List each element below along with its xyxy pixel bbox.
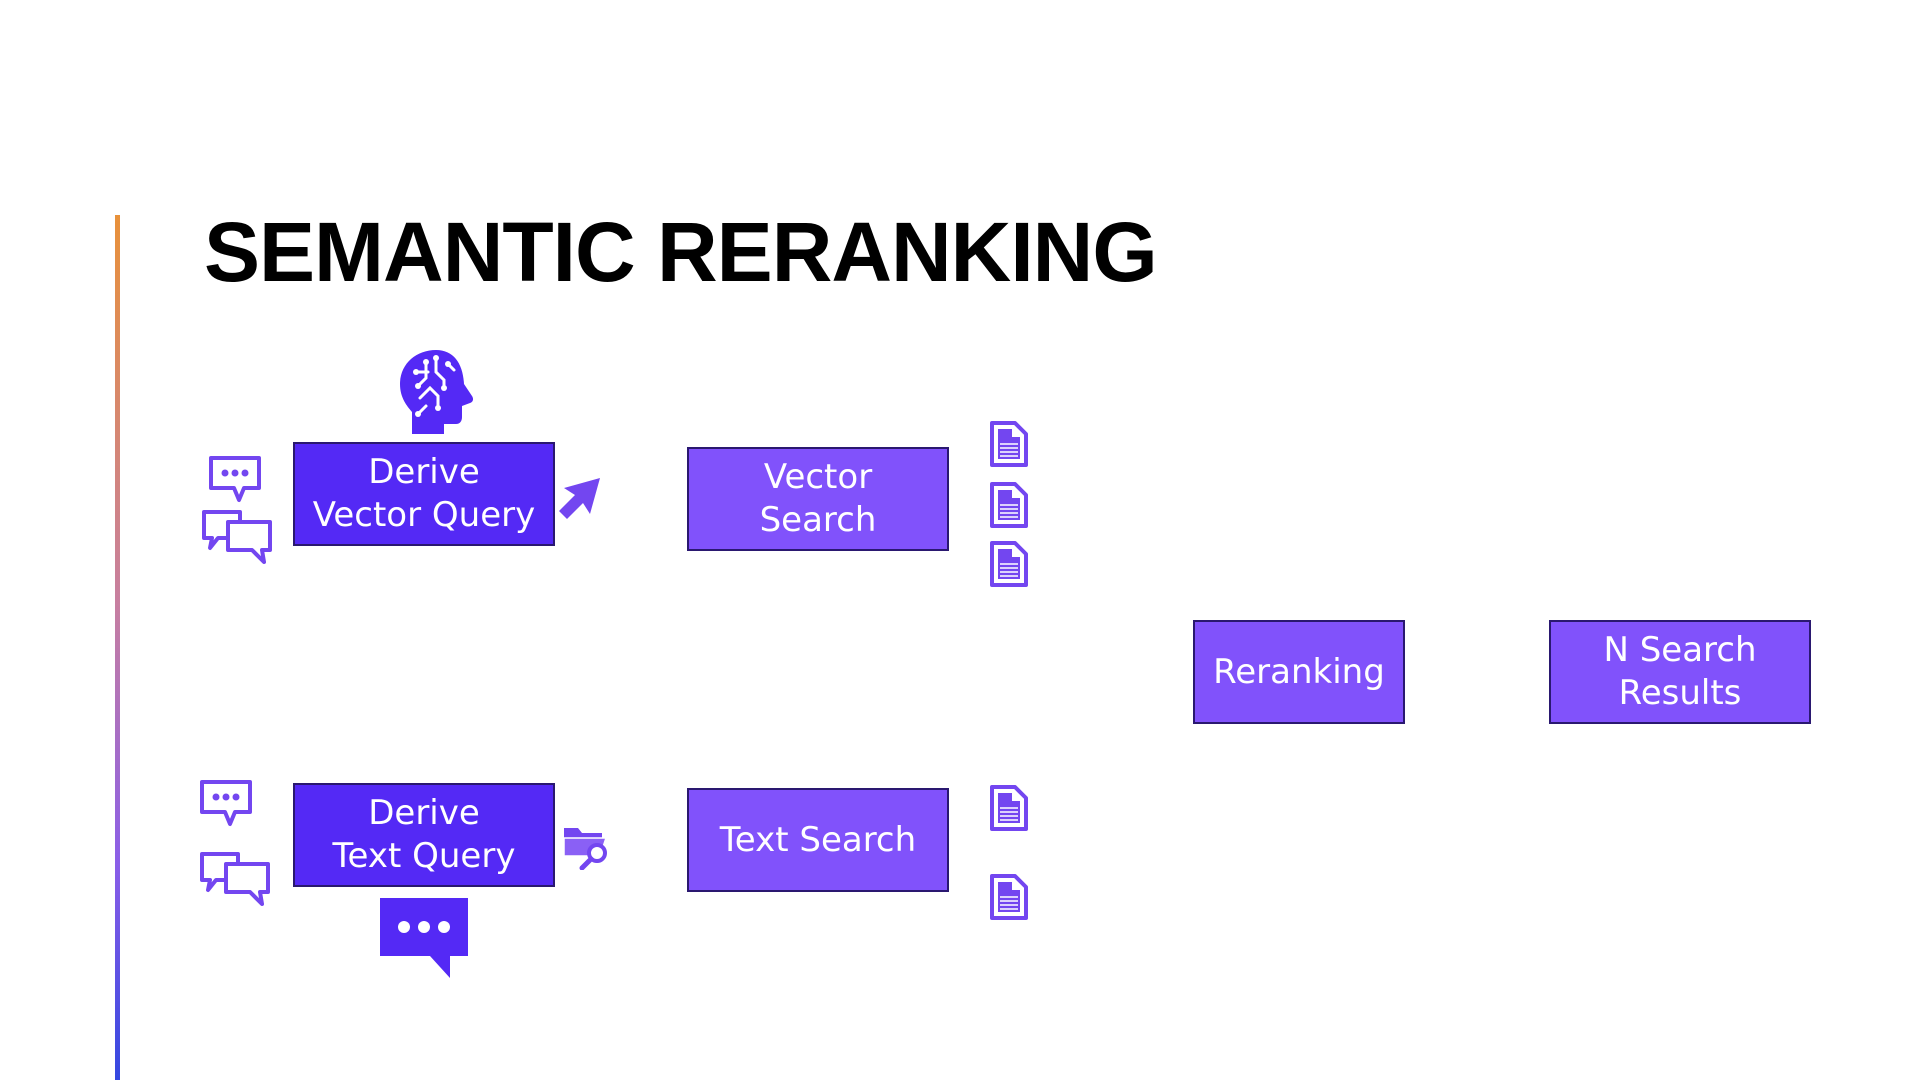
search-results-line2: Results xyxy=(1618,673,1742,713)
folder-search-icon xyxy=(563,828,608,870)
document-icon xyxy=(990,541,1028,587)
derive-vector-query-line2: Vector Query xyxy=(312,495,536,535)
vector-search-line1: Vector xyxy=(763,457,873,497)
derive-text-query-line1: Derive xyxy=(368,793,480,833)
slide-title: SEMANTIC RERANKING xyxy=(204,205,1158,299)
derive-vector-query-line1: Derive xyxy=(368,452,480,492)
reranking-label: Reranking xyxy=(1213,651,1385,692)
conversation-icon xyxy=(202,510,272,564)
conversation-icon xyxy=(200,852,270,906)
chat-bubble-icon xyxy=(200,780,252,826)
ellipsis-bubble-icon xyxy=(380,898,468,978)
arrow-icon xyxy=(559,478,600,519)
vector-search-line2: Search xyxy=(759,500,877,540)
text-search-box: Text Search xyxy=(687,788,949,892)
document-icon xyxy=(990,421,1028,467)
document-icon xyxy=(990,482,1028,528)
derive-vector-query-box: Derive Vector Query xyxy=(293,442,555,546)
chat-bubble-icon xyxy=(209,456,261,502)
document-icon xyxy=(990,785,1028,831)
ai-head-icon xyxy=(400,350,474,434)
vector-search-box: Vector Search xyxy=(687,447,949,551)
document-icon xyxy=(990,874,1028,920)
derive-text-query-line2: Text Query xyxy=(332,836,516,876)
search-results-line1: N Search xyxy=(1603,630,1757,670)
derive-text-query-box: Derive Text Query xyxy=(293,783,555,887)
accent-bar xyxy=(115,215,120,1080)
text-search-label: Text Search xyxy=(719,819,917,860)
reranking-box: Reranking xyxy=(1193,620,1405,724)
search-results-box: N Search Results xyxy=(1549,620,1811,724)
